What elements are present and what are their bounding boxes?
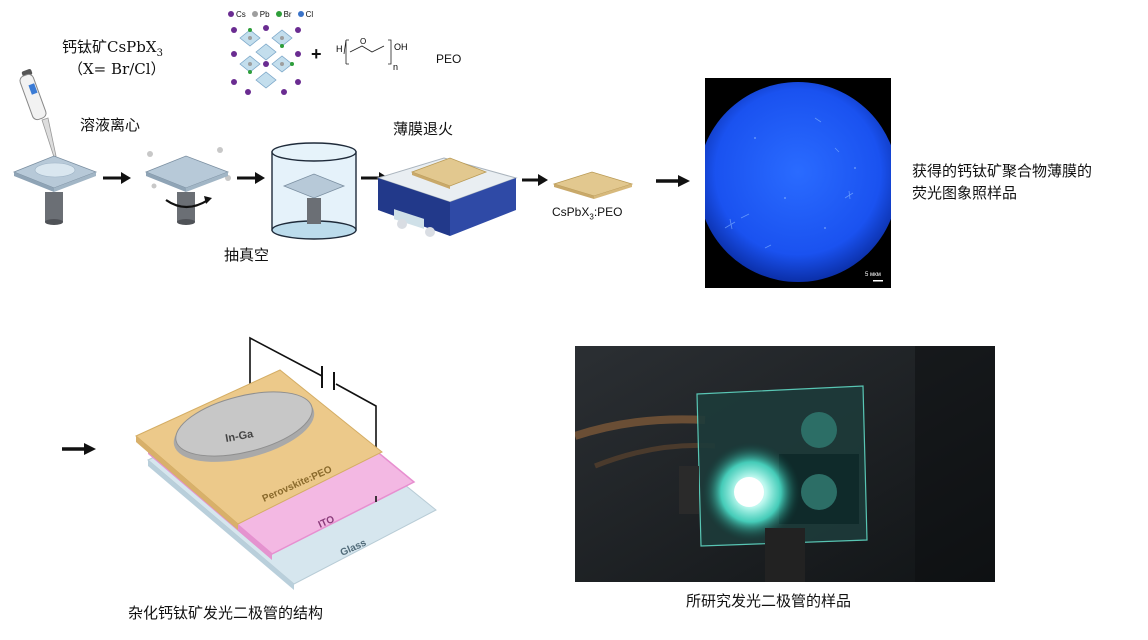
micrograph-caption: 获得的钙钛矿聚合物薄膜的 荧光图象照样品 bbox=[912, 160, 1092, 204]
led-photo bbox=[575, 346, 995, 582]
centrifuge-label: 溶液离心 bbox=[80, 116, 141, 134]
film-product-suffix: :PEO bbox=[593, 205, 623, 219]
plus-sign: + bbox=[311, 44, 322, 64]
peo-label: PEO bbox=[436, 52, 462, 66]
micrograph-caption-line1: 获得的钙钛矿聚合物薄膜的 bbox=[912, 162, 1093, 180]
micrograph-caption-line2: 荧光图象照样品 bbox=[912, 184, 1018, 202]
atom-legend: Cs Pb Br Cl bbox=[228, 10, 313, 19]
film-product-sub: 3 bbox=[589, 212, 594, 222]
spin-coater-2 bbox=[144, 147, 231, 225]
film-product-name: CsPbX bbox=[552, 205, 590, 219]
arrow-icon bbox=[522, 174, 548, 186]
arrow-icon bbox=[656, 175, 690, 187]
legend-item-br: Br bbox=[275, 10, 292, 19]
formula-h: H bbox=[336, 44, 343, 54]
vacuum-label: 抽真空 bbox=[224, 246, 270, 264]
perovskite-name: 钙钛矿CsPbX bbox=[62, 38, 157, 56]
arrow-icon bbox=[103, 172, 131, 184]
formula-n: n bbox=[393, 62, 398, 72]
pipette-icon bbox=[19, 69, 57, 158]
film-product-label: CsPbX3:PEO bbox=[552, 205, 623, 221]
pb-dot-icon bbox=[251, 11, 258, 17]
annealing-label: 薄膜退火 bbox=[393, 120, 454, 138]
peo-formula: H O OH n bbox=[336, 37, 408, 72]
br-dot-icon bbox=[275, 11, 282, 17]
crystal-structure-icon bbox=[231, 25, 301, 95]
perovskite-label: 钙钛矿CsPbX3 bbox=[62, 36, 163, 59]
device-structure: In-Ga Perovskite:PEO ITO Glass bbox=[135, 336, 437, 590]
arrow-icon bbox=[237, 172, 265, 184]
fluorescence-micrograph: 5 мкм bbox=[705, 78, 891, 288]
cl-dot-icon bbox=[297, 11, 304, 17]
vacuum-chamber bbox=[271, 142, 357, 240]
cs-dot-icon bbox=[228, 11, 234, 17]
spin-coater-1 bbox=[12, 155, 98, 225]
formula-oh: OH bbox=[394, 42, 408, 52]
legend-item-pb: Pb bbox=[251, 10, 270, 19]
legend-item-cl: Cl bbox=[297, 10, 313, 19]
photo-caption: 所研究发光二极管的样品 bbox=[686, 592, 852, 610]
legend-item-cs: Cs bbox=[228, 10, 246, 19]
layer-in-ga: In-Ga bbox=[224, 428, 255, 445]
hotplate bbox=[376, 157, 518, 237]
perovskite-sub: 3 bbox=[156, 48, 163, 59]
scale-label: 5 мкм bbox=[865, 272, 881, 278]
film-product bbox=[552, 171, 634, 199]
arrow-icon bbox=[62, 443, 96, 455]
device-caption: 杂化钙钛矿发光二极管的结构 bbox=[128, 604, 324, 622]
halide-note: （X= Br/Cl） bbox=[68, 60, 166, 78]
formula-o: O bbox=[360, 37, 366, 46]
